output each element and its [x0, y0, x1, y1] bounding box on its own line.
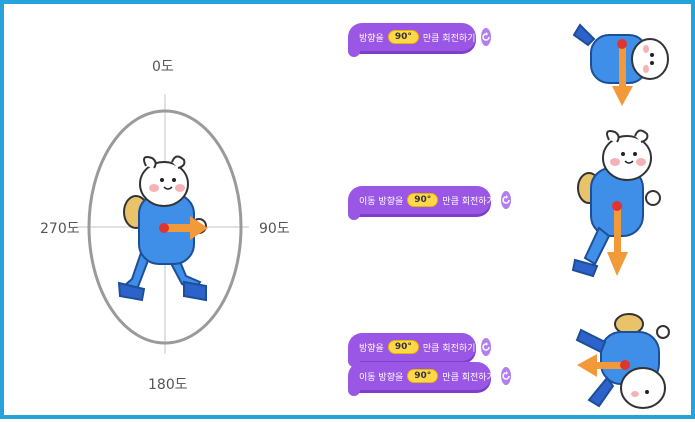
rotate-icon [481, 338, 492, 356]
block-text-suffix: 만큼 회전하기 [442, 372, 495, 383]
angle-value-input[interactable]: 90° [387, 30, 419, 44]
result-sprite-1 [572, 23, 669, 106]
block-text-prefix: 방향을 [359, 33, 384, 44]
direction-arrow-icon [159, 216, 208, 240]
label-0-degree: 0도 [152, 59, 174, 75]
angle-value-input[interactable]: 90° [387, 340, 419, 354]
angle-value-input[interactable]: 90° [407, 193, 439, 207]
character-body [117, 155, 207, 302]
rotate-icon [481, 28, 492, 46]
rotate-icon [500, 191, 511, 209]
block-text-prefix: 방향을 [359, 343, 384, 354]
direction-arrow-icon [612, 39, 633, 106]
character-body [575, 313, 670, 409]
angle-value-input[interactable]: 90° [407, 369, 439, 383]
direction-arrow-icon [577, 354, 630, 377]
block-text-suffix: 만큼 회전하기 [422, 33, 476, 44]
move-direction-rotate-block[interactable]: 이동 방향을 90° 만큼 회전하기 [348, 362, 511, 396]
rotate-block[interactable]: 방향을 90° 만큼 회전하기 [348, 23, 492, 57]
character-sprite [117, 155, 208, 302]
label-180-degree: 180도 [148, 377, 188, 393]
block-text-prefix: 이동 방향을 [359, 196, 404, 207]
result-sprite-3 [575, 313, 670, 409]
move-direction-rotate-block[interactable]: 이동 방향을 90° 만큼 회전하기 [348, 186, 511, 220]
label-270-degree: 270도 [40, 221, 80, 237]
block-text-suffix: 만큼 회전하기 [422, 343, 476, 354]
rotate-block[interactable]: 방향을 90° 만큼 회전하기 [348, 333, 492, 367]
result-sprite-2 [571, 129, 661, 278]
direction-diagram: 0도 90도 180도 270도 [4, 4, 334, 423]
block-text-prefix: 이동 방향을 [359, 372, 404, 383]
rotation-circle [87, 109, 243, 345]
label-90-degree: 90도 [259, 221, 290, 237]
rotate-icon [500, 367, 511, 385]
block-text-suffix: 만큼 회전하기 [442, 196, 495, 207]
direction-arrow-icon [607, 201, 628, 276]
